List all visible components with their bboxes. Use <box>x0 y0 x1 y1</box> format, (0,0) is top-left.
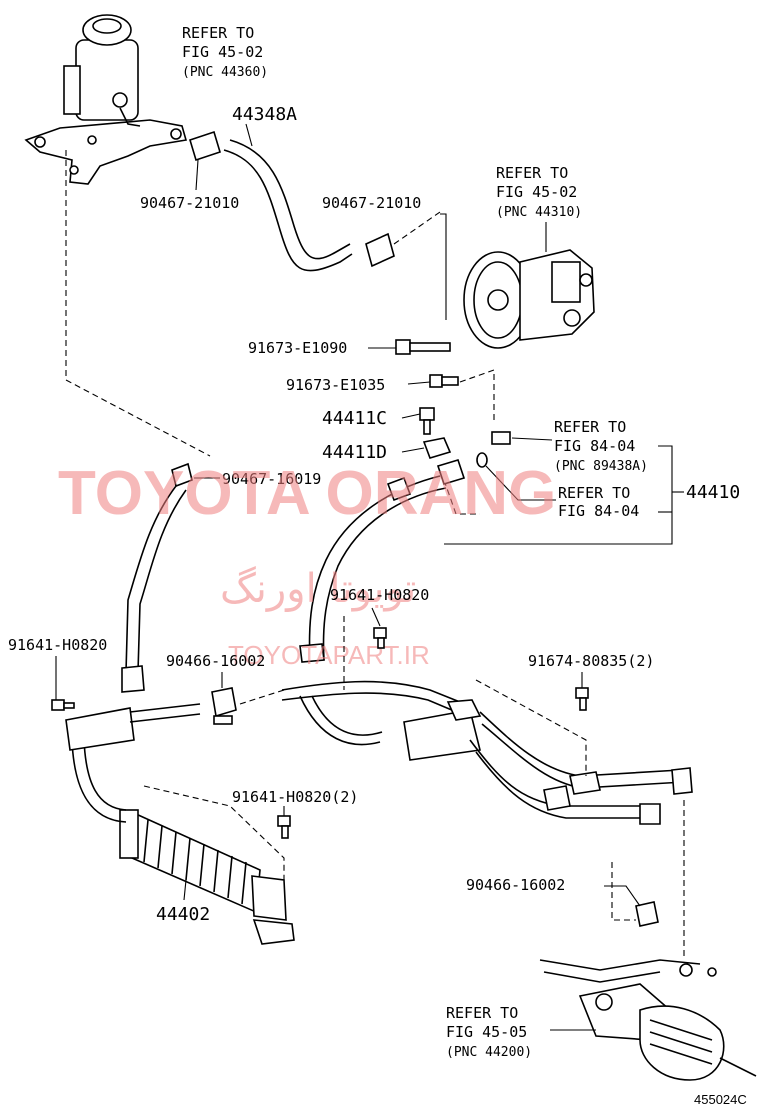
rack-ref-line3: (PNC 44200) <box>446 1045 532 1060</box>
part-label-clamp-e: 90466-16002 <box>466 876 565 894</box>
sensor-illustration <box>476 431 511 468</box>
part-label-44410: 44410 <box>686 482 740 503</box>
part-label-44402: 44402 <box>156 904 210 925</box>
pressure-tube-illustration <box>299 459 466 663</box>
pump-assembly-illustration <box>463 249 595 349</box>
sensor2-ref-line2: FIG 84-04 <box>558 502 639 520</box>
reservoir-ref-line2: FIG 45-02 <box>182 43 263 61</box>
pump-reference-label: REFER TO FIG 45-02 (PNC 44310) <box>496 164 582 220</box>
reservoir-assembly-illustration <box>24 14 188 185</box>
watermark-site: TOYOTAPART.IR <box>228 640 430 670</box>
sensor2-ref-line1: REFER TO <box>558 484 630 502</box>
union-c-illustration <box>419 407 435 435</box>
illustration-code: 455024C <box>694 1092 747 1107</box>
rack-ref-line1: REFER TO <box>446 1004 518 1022</box>
pump-ref-line2: FIG 45-02 <box>496 183 577 201</box>
return-hose-illustration <box>189 130 395 272</box>
part-label-bolt-left: 91641-H0820 <box>8 636 107 654</box>
bolt-mid-illustration <box>373 627 387 649</box>
bolt-pair-cooler-illustration <box>277 815 291 839</box>
clamp-c-illustration <box>171 462 193 488</box>
sensor2-reference-label: REFER TO FIG 84-04 <box>558 484 639 520</box>
pump-ref-line1: REFER TO <box>496 164 568 182</box>
sensor-reference-label: REFER TO FIG 84-04 (PNC 89438A) <box>554 418 648 474</box>
sensor-ref-line3: (PNC 89438A) <box>554 459 648 474</box>
part-label-44411C: 44411C <box>322 408 387 429</box>
bolt-short-illustration <box>429 374 459 388</box>
clamp-d-illustration <box>211 687 237 725</box>
left-hose-illustration <box>121 485 187 693</box>
sensor-ref-line2: FIG 84-04 <box>554 437 635 455</box>
part-label-bolt-pair-cooler: 91641-H0820(2) <box>232 788 358 806</box>
sensor-ref-line1: REFER TO <box>554 418 626 436</box>
bolt-long-illustration <box>395 339 451 355</box>
part-label-bolt-pair-right: 91674-80835(2) <box>528 652 654 670</box>
part-label-clamp-c: 90467-16019 <box>222 470 321 488</box>
part-label-bolt-long: 91673-E1090 <box>248 339 347 357</box>
reservoir-reference-label: REFER TO FIG 45-02 (PNC 44360) <box>182 24 268 80</box>
part-label-44411D: 44411D <box>322 442 387 463</box>
clamp-e-illustration <box>635 901 659 927</box>
pump-ref-line3: (PNC 44310) <box>496 205 582 220</box>
bolt-left-illustration <box>51 699 75 711</box>
part-label-bolt-short: 91673-E1035 <box>286 376 385 394</box>
watermark-persian: تویوتا اورنگ <box>220 566 416 612</box>
reservoir-ref-line3: (PNC 44360) <box>182 65 268 80</box>
rack-reference-label: REFER TO FIG 45-05 (PNC 44200) <box>446 1004 532 1060</box>
reservoir-ref-line1: REFER TO <box>182 24 254 42</box>
oil-cooler-illustration <box>65 703 295 945</box>
part-label-clamp-d: 90466-16002 <box>166 652 265 670</box>
part-label-44348A: 44348A <box>232 104 297 125</box>
watermark-latin: TOYOTA ORANG <box>58 459 556 528</box>
part-label-clamp-b: 90467-21010 <box>322 194 421 212</box>
rack-tubes-illustration <box>281 680 693 825</box>
rack-ref-line2: FIG 45-05 <box>446 1023 527 1041</box>
union-d-illustration <box>422 437 452 459</box>
part-label-clamp-a: 90467-21010 <box>140 194 239 212</box>
part-label-bolt-mid: 91641-H0820 <box>330 586 429 604</box>
steering-rack-illustration <box>539 959 757 1081</box>
watermark: TOYOTA ORANG تویوتا اورنگ TOYOTAPART.IR <box>58 459 556 670</box>
bolt-pair-right-illustration <box>575 687 589 711</box>
